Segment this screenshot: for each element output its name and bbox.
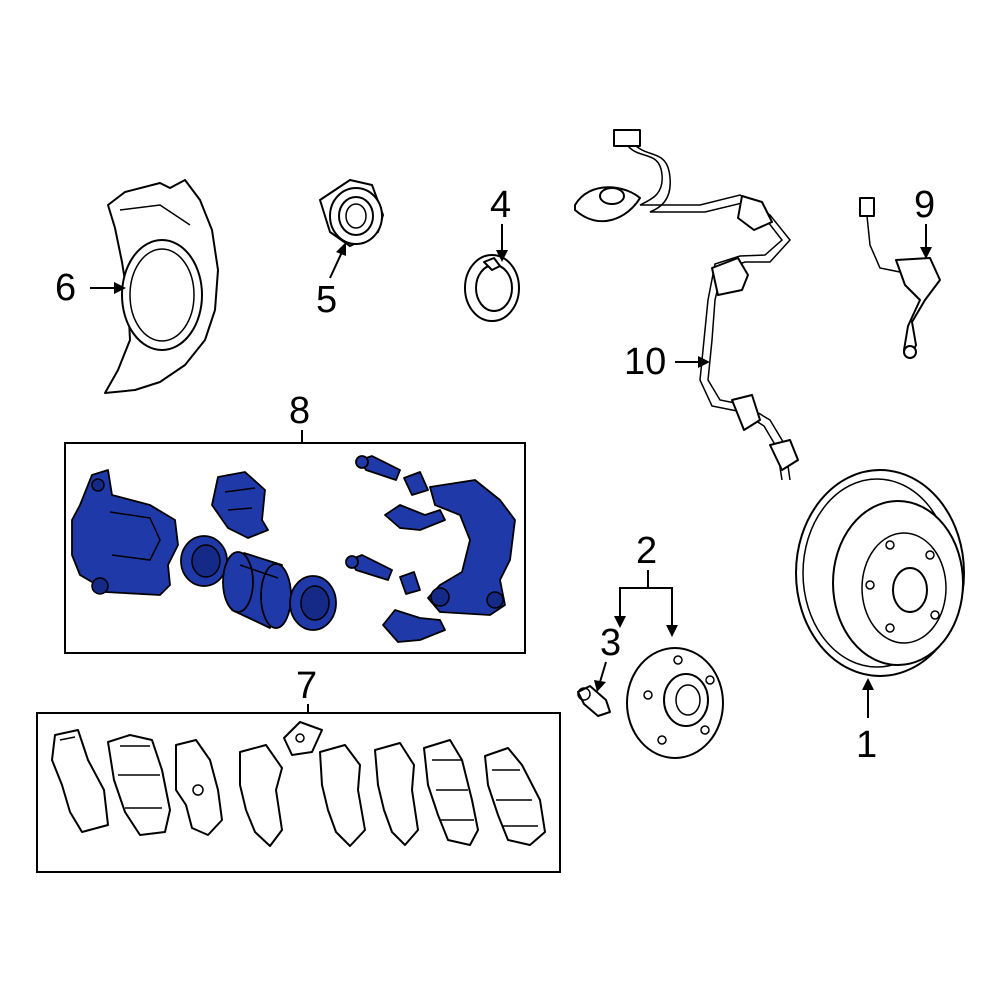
brake-pad-shim-2[interactable] [239,744,283,847]
piston-part[interactable] [222,551,292,629]
callout-10-arrowhead [698,356,710,368]
wheel-bearing-part[interactable] [319,179,384,247]
brake-pad-outer-2[interactable] [107,734,171,836]
callout-6: 6 [55,267,76,309]
caliper-assembly-box [64,442,526,654]
caliper-bracket-part[interactable] [427,479,516,616]
pad-wear-indicator-part[interactable] [283,721,323,756]
brake-pad-shim-4[interactable] [374,742,419,846]
caliper-housing-part[interactable] [71,469,179,596]
callout-2-arrowhead-3 [614,616,626,628]
piston-seal-part[interactable] [180,535,228,587]
callout-5-leader [329,251,343,279]
brake-pad-shim-1[interactable] [175,739,223,836]
brake-pad-shim-3[interactable] [319,744,366,847]
callout-8: 8 [289,390,310,432]
brake-pad-outer-1[interactable] [51,729,109,833]
callout-5-arrowhead [336,242,346,256]
caliper-clip-upper-part[interactable] [211,471,269,539]
callout-2: 2 [636,530,657,572]
callout-1-arrowhead [862,678,874,690]
wheel-stud-part[interactable] [577,685,611,717]
brake-pad-inner-1[interactable] [423,739,479,846]
guide-pin-upper-part[interactable] [355,455,429,496]
wheel-speed-sensor-part[interactable] [859,197,941,359]
callout-7: 7 [296,665,317,707]
pad-retainer-upper-part[interactable] [384,504,446,531]
callout-2-arrowhead-hub [666,625,678,637]
callout-3-arrowhead [594,680,606,692]
splash-shield-part[interactable] [104,179,219,394]
snap-ring-part[interactable] [464,254,520,322]
pad-retainer-lower-part[interactable] [382,609,446,643]
brake-rotor-part[interactable] [795,469,965,677]
callout-4-arrowhead [496,250,508,262]
callout-3-leader [599,661,607,683]
brake-pad-set-box [36,712,561,873]
callout-4: 4 [490,184,511,226]
guide-pin-lower-part[interactable] [345,554,421,595]
brake-pad-inner-2[interactable] [484,747,546,846]
wheel-hub-part[interactable] [626,647,724,759]
callout-9: 9 [914,184,935,226]
callout-1: 1 [856,724,877,766]
callout-3: 3 [600,622,621,664]
callout-9-arrowhead [920,247,932,259]
callout-10: 10 [624,341,666,383]
callout-6-arrowhead [114,282,126,294]
dust-boot-part[interactable] [289,575,337,631]
callout-5: 5 [316,279,337,321]
abs-harness-part[interactable] [574,129,799,481]
callout-2-bracket [619,587,673,625]
